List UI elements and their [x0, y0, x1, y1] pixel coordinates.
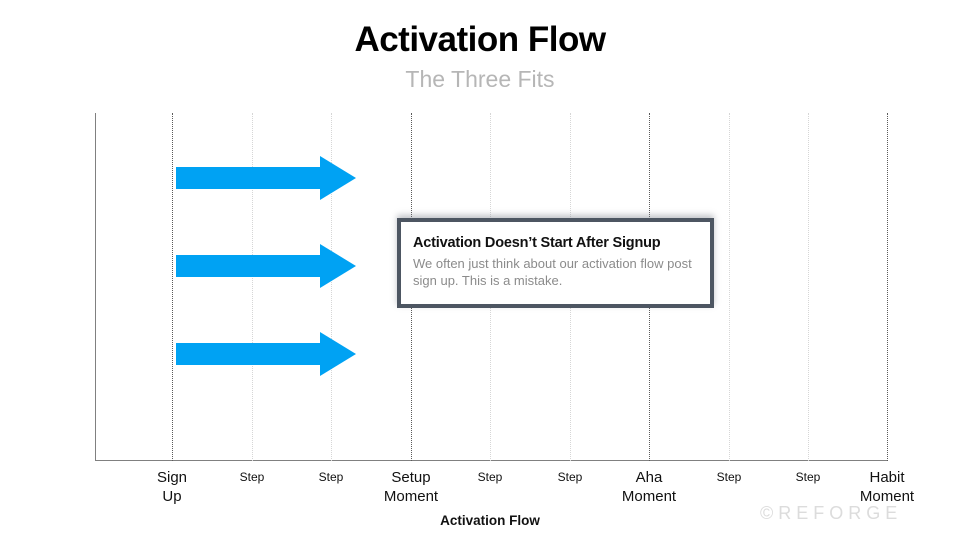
callout-content: Activation Doesn’t Start After Signup We… [401, 222, 710, 289]
x-axis-label-1: Sign Up [156, 469, 188, 505]
arrow-1-head [320, 156, 356, 200]
gridline-9 [808, 113, 809, 461]
axis-line-bottom [95, 460, 888, 461]
callout-body: We often just think about our activation… [413, 256, 692, 288]
x-axis-label-8: Step [716, 470, 742, 484]
arrow-1-shaft [176, 167, 320, 189]
x-axis-label-5: Step [477, 470, 503, 484]
gridline-10 [887, 113, 888, 461]
page-subtitle: The Three Fits [405, 66, 555, 92]
axis-line-left [95, 113, 96, 461]
arrow-2-shaft [176, 255, 320, 277]
arrow-3-shaft [176, 343, 320, 365]
arrow-2 [176, 244, 356, 288]
x-axis-label-4: Setup Moment [383, 469, 439, 505]
arrow-3 [176, 332, 356, 376]
x-axis-title: Activation Flow [440, 513, 540, 528]
gridline-8 [729, 113, 730, 461]
x-axis-label-3: Step [318, 470, 344, 484]
x-axis-label-10: Habit Moment [859, 469, 915, 505]
page-title: Activation Flow [354, 20, 606, 59]
arrow-1 [176, 156, 356, 200]
x-axis-label-9: Step [795, 470, 821, 484]
callout-heading: Activation Doesn’t Start After Signup [413, 235, 661, 251]
arrow-3-head [320, 332, 356, 376]
x-axis-label-7: Aha Moment [621, 469, 677, 505]
arrow-2-head [320, 244, 356, 288]
reforge-watermark: ©REFORGE [760, 503, 903, 523]
callout-box: Activation Doesn’t Start After Signup We… [397, 218, 714, 308]
x-axis-label-6: Step [557, 470, 583, 484]
gridline-2 [252, 113, 253, 461]
x-axis-label-2: Step [239, 470, 265, 484]
gridline-1 [172, 113, 173, 461]
